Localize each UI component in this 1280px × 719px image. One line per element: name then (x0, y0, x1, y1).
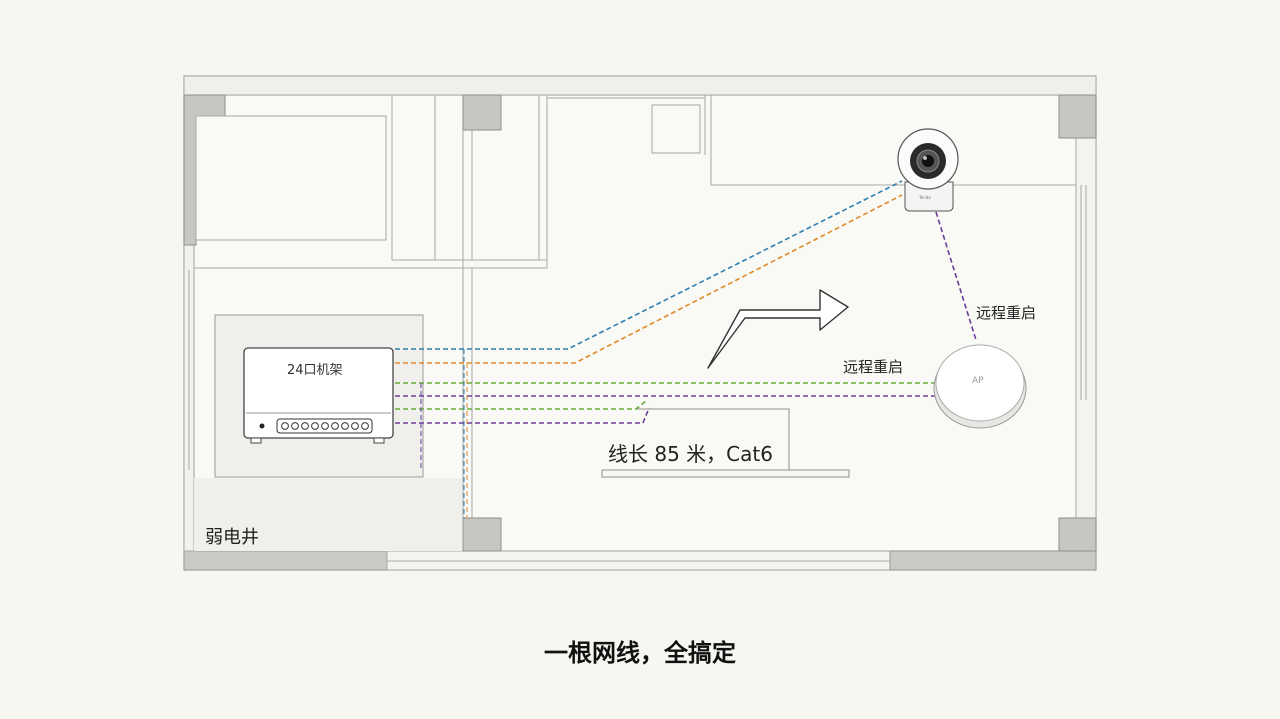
column-bottom-center (462, 517, 502, 552)
shaft-shade (194, 478, 462, 551)
column-top-right (1058, 94, 1097, 139)
cable-purple-camera (935, 211, 977, 341)
switch-foot-right (373, 437, 385, 444)
port-1 (281, 422, 289, 430)
bottom-wall-left (183, 550, 388, 571)
ceiling-access-point-icon (933, 344, 1027, 429)
port-5 (321, 422, 329, 430)
cables (395, 180, 977, 518)
ap-top (935, 344, 1025, 422)
camera-base (904, 181, 954, 212)
switch-ports (281, 422, 369, 430)
ap-label: AP (972, 376, 984, 386)
caption: 一根网线，全搞定 (544, 639, 736, 667)
port-8 (351, 422, 359, 430)
ap-reboot-label: 远程重启 (843, 358, 904, 376)
switch-led (259, 423, 265, 429)
cable-blue (395, 180, 903, 350)
cable-green-2 (395, 400, 647, 410)
network-switch-icon (243, 347, 394, 444)
port-4 (311, 422, 319, 430)
top-wall (183, 75, 1097, 96)
desk (601, 408, 850, 478)
desk-outline (636, 408, 790, 470)
shaft-label: 弱电井 (205, 527, 259, 548)
port-6 (331, 422, 339, 430)
column-top-center (462, 94, 502, 131)
switch-body (243, 347, 394, 439)
cable-orange (395, 194, 903, 364)
camera-lens-glint (923, 156, 927, 160)
cable-length-label: 线长 85 米，Cat6 (608, 442, 773, 466)
room-top-left (195, 115, 387, 241)
dome-camera-icon (897, 128, 959, 212)
camera-reboot-label: 远程重启 (976, 304, 1037, 322)
columns (183, 94, 1097, 552)
interior-walls (194, 95, 1076, 518)
port-7 (341, 422, 349, 430)
direction-arrow-icon (707, 289, 849, 369)
port-2 (291, 422, 299, 430)
cable-purple-2 (395, 407, 650, 424)
room-top-right (710, 95, 1076, 186)
switch-foot-left (250, 437, 262, 444)
rack-label: 24口机架 (287, 363, 343, 378)
bottom-wall-right (889, 550, 1097, 571)
port-9 (361, 422, 369, 430)
small-square (651, 104, 701, 154)
desk-bench (601, 469, 850, 478)
column-bottom-right (1058, 517, 1097, 552)
camera-brand-label: Tenda (919, 195, 931, 200)
port-3 (301, 422, 309, 430)
